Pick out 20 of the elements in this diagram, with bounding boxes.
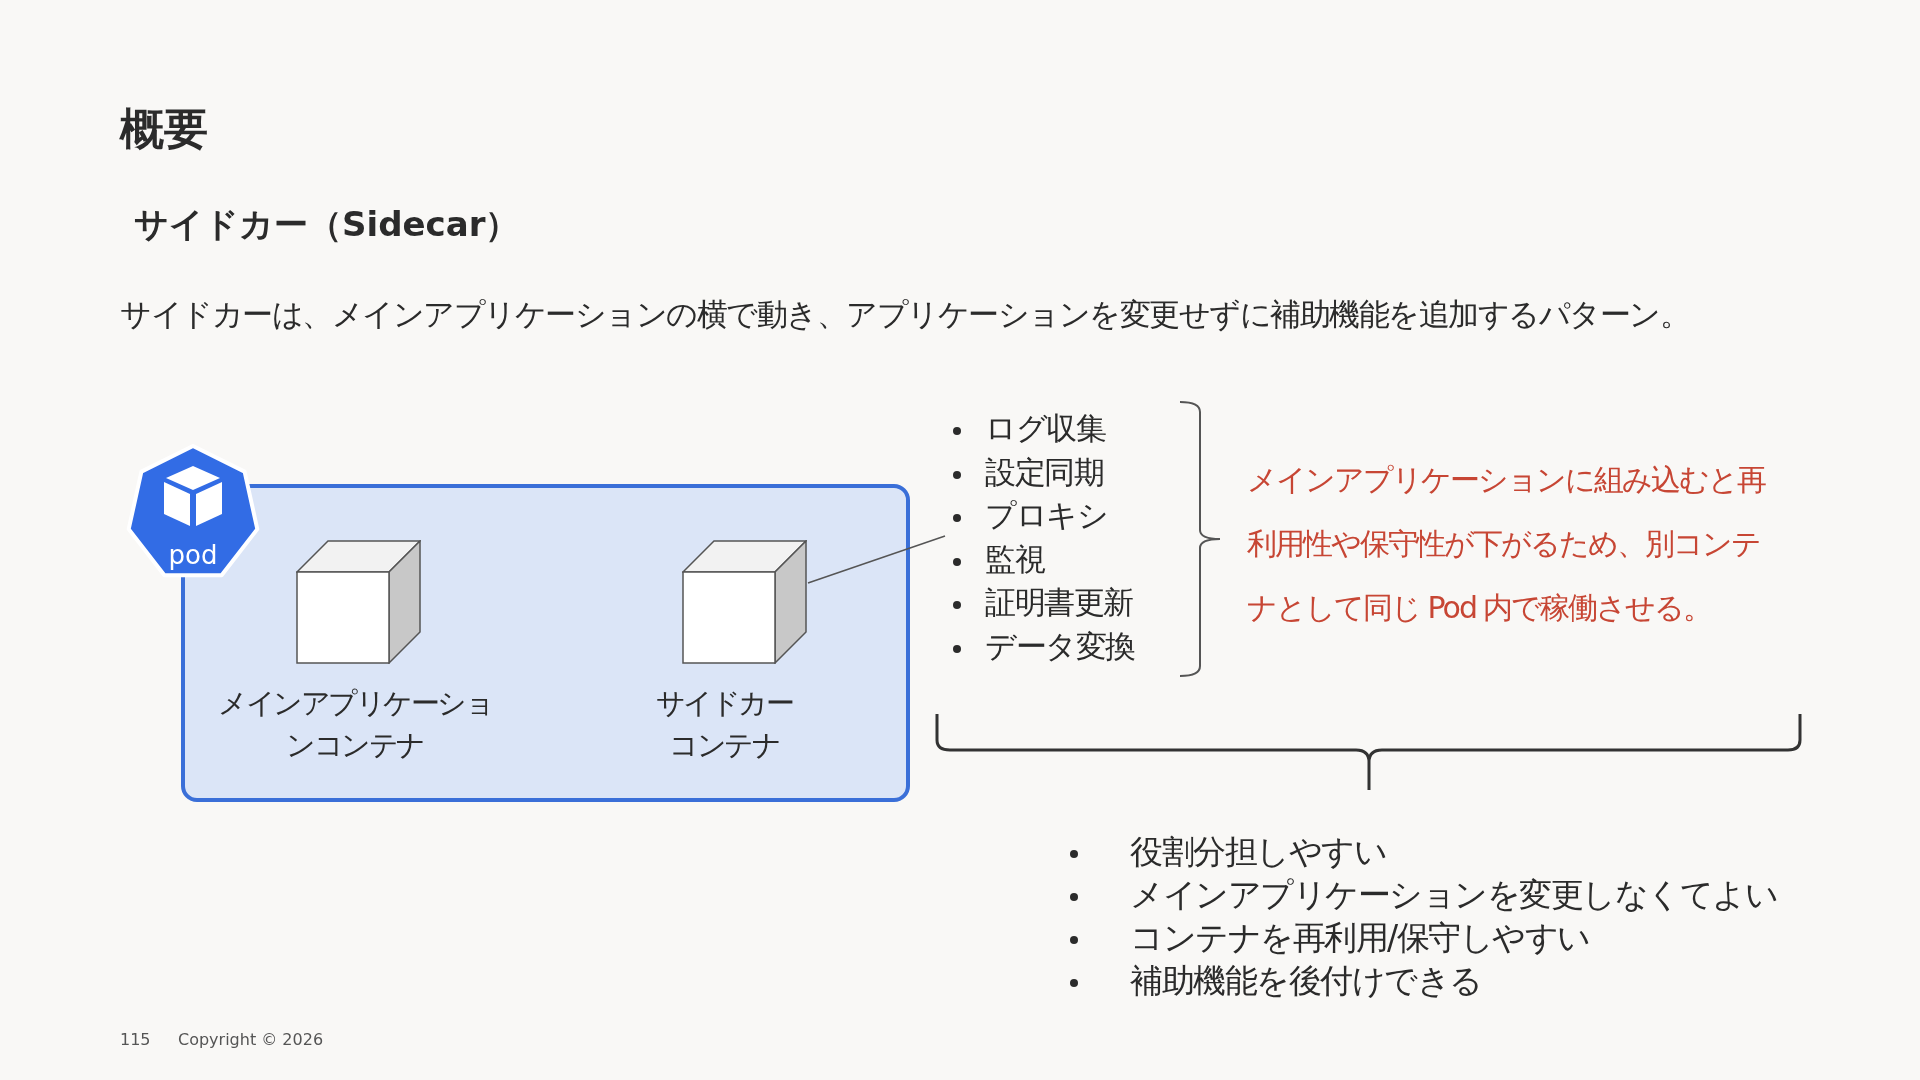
list-item: コンテナを再利用/保守しやすい bbox=[1129, 917, 1590, 959]
container-label: サイドカーコンテナ bbox=[654, 685, 794, 764]
page-number: 115 bbox=[120, 1030, 151, 1049]
container-label: メインアプリケーションコンテナ bbox=[217, 685, 493, 764]
copyright-text: Copyright © 2026 bbox=[178, 1030, 324, 1049]
intro-text: サイドカーは、メインアプリケーションの横で動き、アプリケーションを変更せずに補助機能を追加するパターン。 bbox=[120, 295, 1689, 334]
list-item: メインアプリケーションを変更しなくてよい bbox=[1129, 874, 1777, 916]
list-item: 設定同期 bbox=[985, 452, 1103, 492]
subtitle: サイドカー（Sidecar） bbox=[134, 203, 520, 246]
list-item: 補助機能を後付けできる bbox=[1129, 960, 1482, 1002]
pod-label: pod bbox=[167, 540, 219, 570]
leader-line bbox=[807, 535, 946, 584]
list-item: 証明書更新 bbox=[985, 583, 1133, 622]
note-text: メインアプリケーションに組み込むと再利用性や保守性が下がるため、別コンテナとして同じ Pod 内で稼働させる。 bbox=[1247, 461, 1767, 627]
list-item: プロキシ bbox=[985, 496, 1107, 535]
list-item: 監視 bbox=[985, 539, 1044, 579]
list-item: 役割分担しやすい bbox=[1129, 831, 1386, 873]
list-item: データ変換 bbox=[985, 626, 1135, 666]
list-item: ログ収集 bbox=[985, 409, 1105, 448]
slide-title: 概要 bbox=[120, 102, 208, 156]
